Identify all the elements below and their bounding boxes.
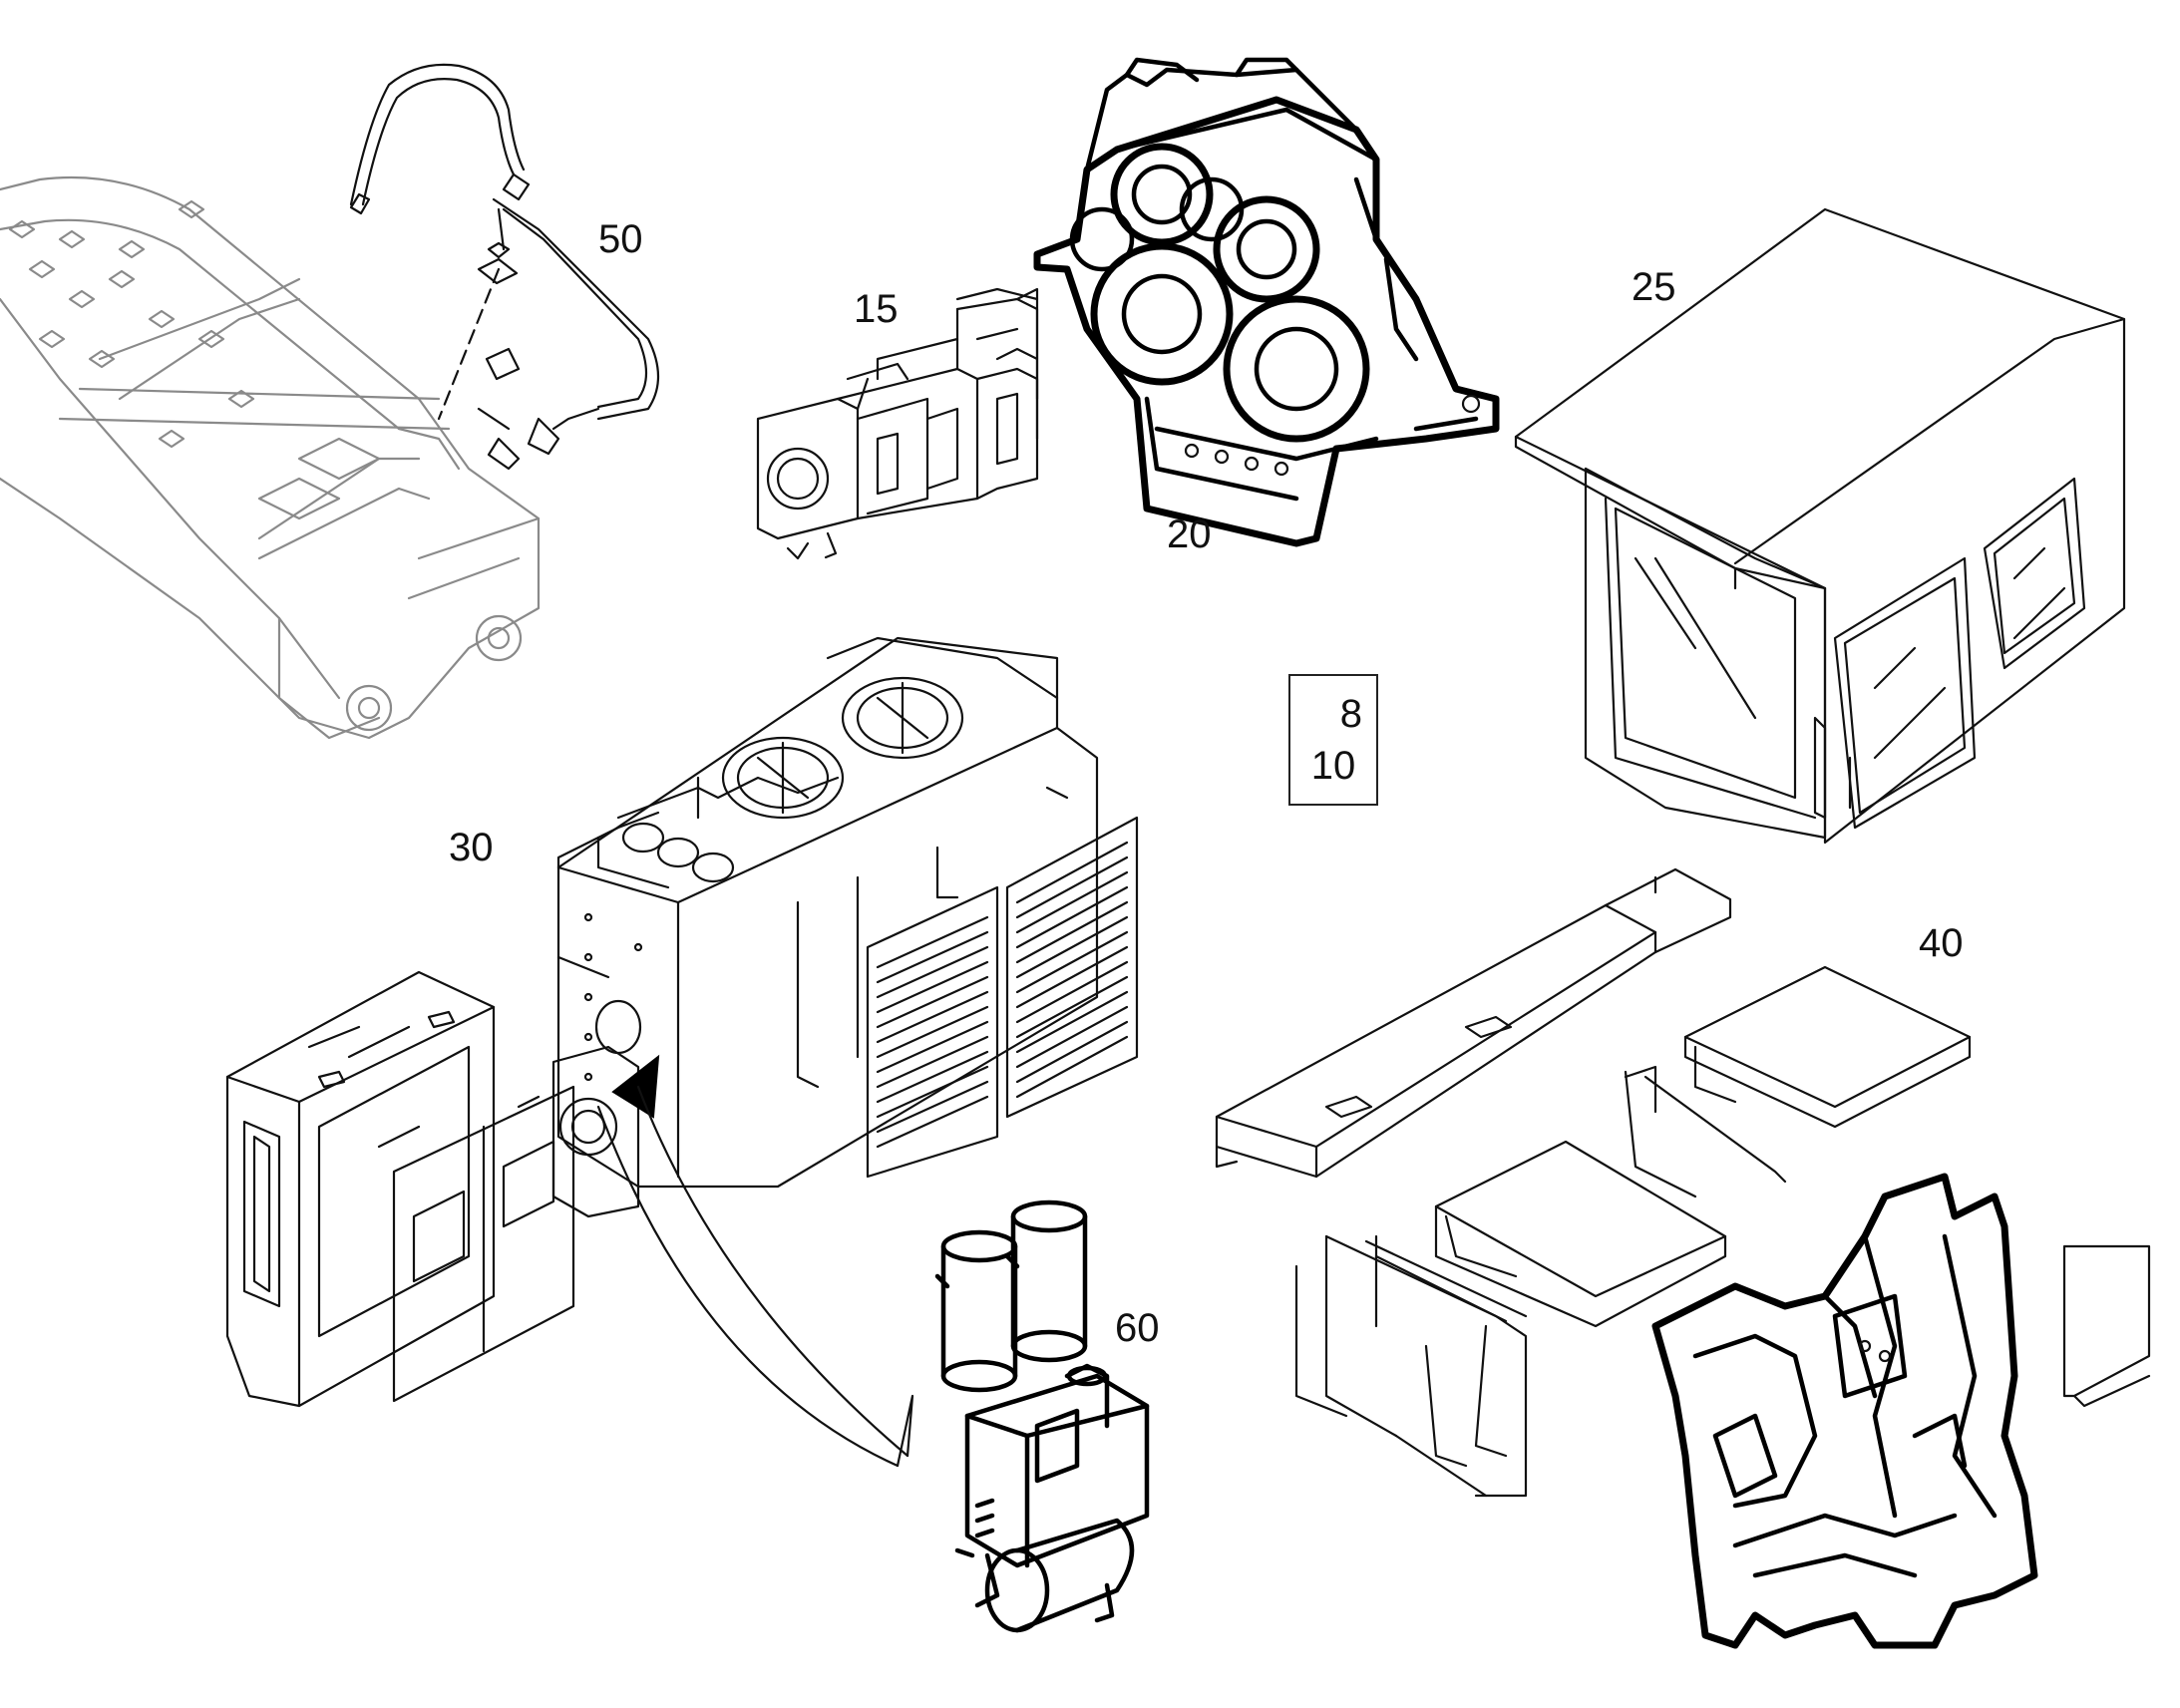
chassis-frame-icon — [1651, 1173, 2038, 1649]
engine-housing-icon — [551, 636, 1139, 1218]
cover-plates-icon — [1215, 867, 2151, 1498]
callout-pump: 15 — [854, 287, 899, 331]
reference-line-2: 10 — [1310, 744, 1356, 788]
operator-cab-icon — [1514, 207, 2126, 845]
reference-line-1: 8 — [1339, 692, 1362, 736]
reference-box: 8 10 — [1288, 674, 1378, 806]
pointer-arrow-icon — [596, 1054, 914, 1468]
callout-gearbox: 20 — [1167, 512, 1212, 556]
side-panel-icon — [1294, 1234, 1378, 1418]
callout-cab: 25 — [1632, 265, 1676, 309]
callout-compressor: 60 — [1115, 1306, 1160, 1350]
boom-assembly-icon — [0, 175, 541, 740]
callout-covers: 40 — [1919, 921, 1964, 965]
callout-hydraulic-lines: 50 — [598, 217, 643, 261]
cab-frame-icon — [225, 970, 575, 1408]
compressor-icon — [934, 1199, 1150, 1633]
gearbox-icon — [1033, 57, 1500, 547]
callout-engine-frame: 30 — [449, 826, 494, 869]
hose-lines-icon — [349, 63, 659, 471]
hydraulic-pump-icon — [756, 287, 1039, 560]
